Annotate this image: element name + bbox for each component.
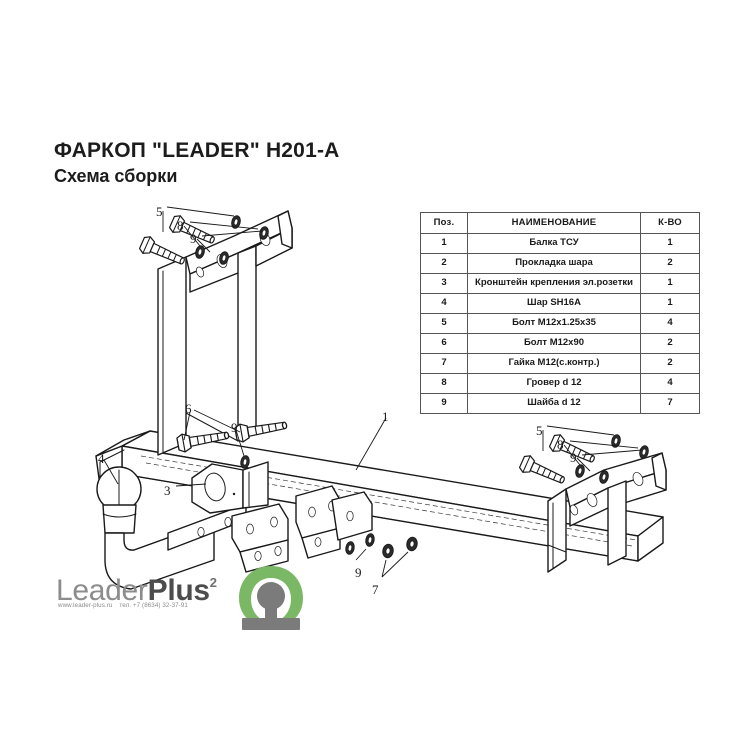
cell-position: 3 <box>420 273 468 294</box>
left-mounting-bracket <box>157 210 293 456</box>
callout-number: 9 <box>355 565 362 580</box>
callout-number: 5 <box>536 423 543 438</box>
callout-number: 9 <box>190 231 197 246</box>
callout-number: 5 <box>156 204 163 219</box>
cell-quantity: 1 <box>640 293 700 314</box>
title-block: ФАРКОП "LEADER" H201-A Схема сборки <box>54 139 340 186</box>
cell-quantity: 2 <box>640 333 700 354</box>
callout-number: 4 <box>98 451 105 466</box>
logo-website: www.leader-plus.ru <box>58 602 113 609</box>
cell-name: Прокладка шара <box>467 253 641 274</box>
cell-name: Гровер d 12 <box>467 373 641 394</box>
leader-line-part-3 <box>175 483 207 487</box>
callout-number: 1 <box>382 409 389 424</box>
cell-quantity: 4 <box>640 373 700 394</box>
callout-number: 3 <box>164 483 171 498</box>
tow-ball-part-4 <box>96 466 247 590</box>
cell-quantity: 1 <box>640 273 700 294</box>
cell-name: Кронштейн крепления эл.розетки <box>467 273 641 294</box>
leader-line-part-4 <box>103 459 119 485</box>
cell-quantity: 2 <box>640 253 700 274</box>
page-subtitle: Схема сборки <box>54 165 178 186</box>
callout-number: 9 <box>570 450 577 465</box>
header-name: НАИМЕНОВАНИЕ <box>467 212 641 234</box>
cell-name: Балка ТСУ <box>467 233 641 254</box>
logo-brand-primary: Leader <box>56 574 148 607</box>
socket-bracket-part-3 <box>191 461 269 514</box>
hardware-group-upper-right <box>517 425 651 490</box>
hardware-group-lower-nuts <box>344 532 419 578</box>
callout-number: 8 <box>177 218 184 233</box>
logo-contact-line: www.leader-plus.ru тел. +7 (8634) 32-37-9… <box>58 602 188 609</box>
cell-name: Болт М12х1.25х35 <box>467 313 641 334</box>
cell-quantity: 2 <box>640 353 700 374</box>
tow-ball-emblem-icon <box>239 566 303 630</box>
callout-number: 6 <box>185 401 192 416</box>
page-title: ФАРКОП "LEADER" H201-A <box>54 139 340 162</box>
hardware-group-long-bolts <box>175 409 289 470</box>
table-header-row: Поз. НАИМЕНОВАНИЕ К-ВО <box>420 212 700 234</box>
logo-phone: тел. +7 (8634) 32-37-91 <box>119 602 188 609</box>
cell-name: Шар SH16A <box>467 293 641 314</box>
header-position: Поз. <box>420 212 468 234</box>
cell-position: 1 <box>420 233 468 254</box>
cell-position: 8 <box>420 373 468 394</box>
cell-position: 5 <box>420 313 468 334</box>
callout-number: 9 <box>231 420 238 435</box>
cell-position: 6 <box>420 333 468 354</box>
cell-name: Болт М12х90 <box>467 333 641 354</box>
leader-line-part-1 <box>355 417 387 471</box>
coupler-tabs <box>231 485 373 573</box>
logo-wordmark: LeaderPlus2 <box>56 568 217 608</box>
callout-number: 7 <box>372 582 379 597</box>
right-mounting-bracket <box>547 452 667 573</box>
header-quantity: К-ВО <box>640 212 700 234</box>
logo-brand-secondary: Plus <box>147 574 210 607</box>
cell-quantity: 4 <box>640 313 700 334</box>
leader-plus-logo: LeaderPlus2 www.leader-plus.ru тел. +7 (8… <box>56 566 308 638</box>
cell-position: 2 <box>420 253 468 274</box>
cell-name: Гайка М12(с.контр.) <box>467 353 641 374</box>
callout-number: 8 <box>557 437 564 452</box>
cell-name: Шайба d 12 <box>467 393 641 414</box>
cell-quantity: 7 <box>640 393 700 414</box>
cell-position: 4 <box>420 293 468 314</box>
hardware-group-upper-left <box>137 206 271 271</box>
logo-superscript: 2 <box>209 575 218 590</box>
cell-quantity: 1 <box>640 233 700 254</box>
cell-position: 7 <box>420 353 468 374</box>
cell-position: 9 <box>420 393 468 414</box>
